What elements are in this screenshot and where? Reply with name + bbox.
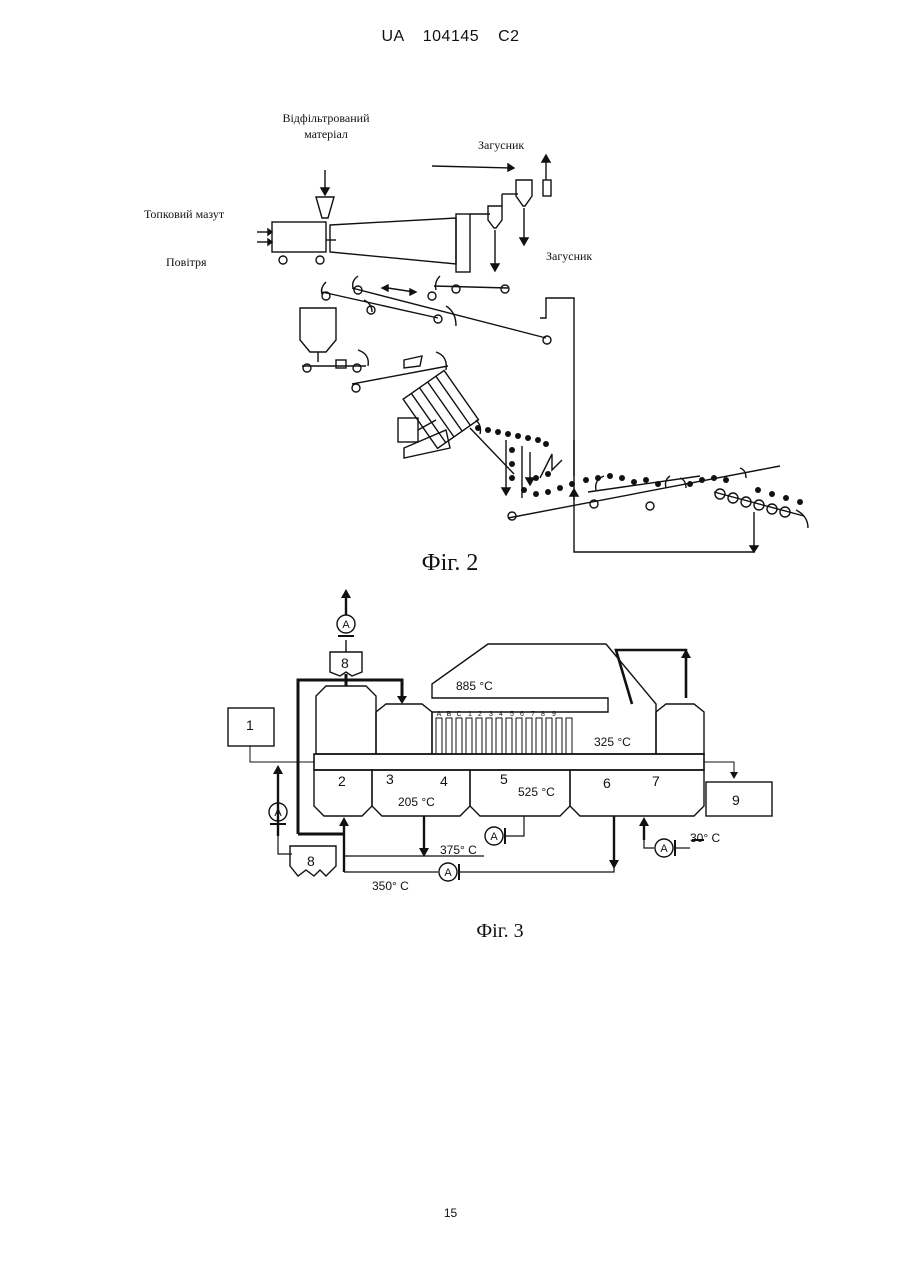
temp-375: 375° C: [440, 843, 477, 857]
zone-4-label: 4: [440, 773, 448, 789]
pump-a-top-label: A: [342, 619, 350, 631]
burner-label: 4: [499, 711, 503, 718]
burner-label: 2: [478, 711, 482, 718]
zone-1-label: 1: [246, 717, 254, 733]
burner-label: 7: [531, 711, 535, 718]
zone-6-label: 6: [603, 775, 611, 791]
temp-325: 325 °C: [594, 735, 631, 749]
pallet-strand: [314, 754, 704, 770]
temp-30: 30° C: [690, 831, 720, 845]
zone-2-label: 2: [338, 773, 346, 789]
fan-8-top-label: 8: [341, 655, 349, 671]
pump-a-mid-label: A: [490, 831, 498, 843]
burner-label: 5: [510, 711, 514, 718]
burner-label: 3: [489, 711, 493, 718]
burner-label: B: [447, 711, 452, 718]
temp-525: 525 °C: [518, 785, 555, 799]
burner-label: A: [437, 711, 442, 718]
figure-3-diagram: A A A A A A B C 1 2 3 4 5 6 7 8 9 1 2 3 …: [0, 0, 901, 960]
pump-a-right-label: A: [660, 843, 668, 855]
figure-3-caption: Фіг. 3: [476, 920, 523, 942]
zone-3-label: 3: [386, 771, 394, 787]
zone-7-label: 7: [652, 773, 660, 789]
zone-5-label: 5: [500, 771, 508, 787]
pump-a-low-label: A: [444, 867, 452, 879]
page-number: 15: [0, 1206, 901, 1220]
temp-350: 350° C: [372, 879, 409, 893]
pump-a-left-label: A: [274, 807, 282, 819]
burner-label: 8: [541, 711, 545, 718]
burner-label: C: [456, 711, 461, 718]
temp-885: 885 °C: [456, 679, 493, 693]
burner-label: 1: [468, 711, 472, 718]
fan-8-bottom-label: 8: [307, 853, 315, 869]
unit-9-label: 9: [732, 792, 740, 808]
burner-label: 9: [552, 711, 556, 718]
burner-label: 6: [520, 711, 524, 718]
temp-205: 205 °C: [398, 795, 435, 809]
